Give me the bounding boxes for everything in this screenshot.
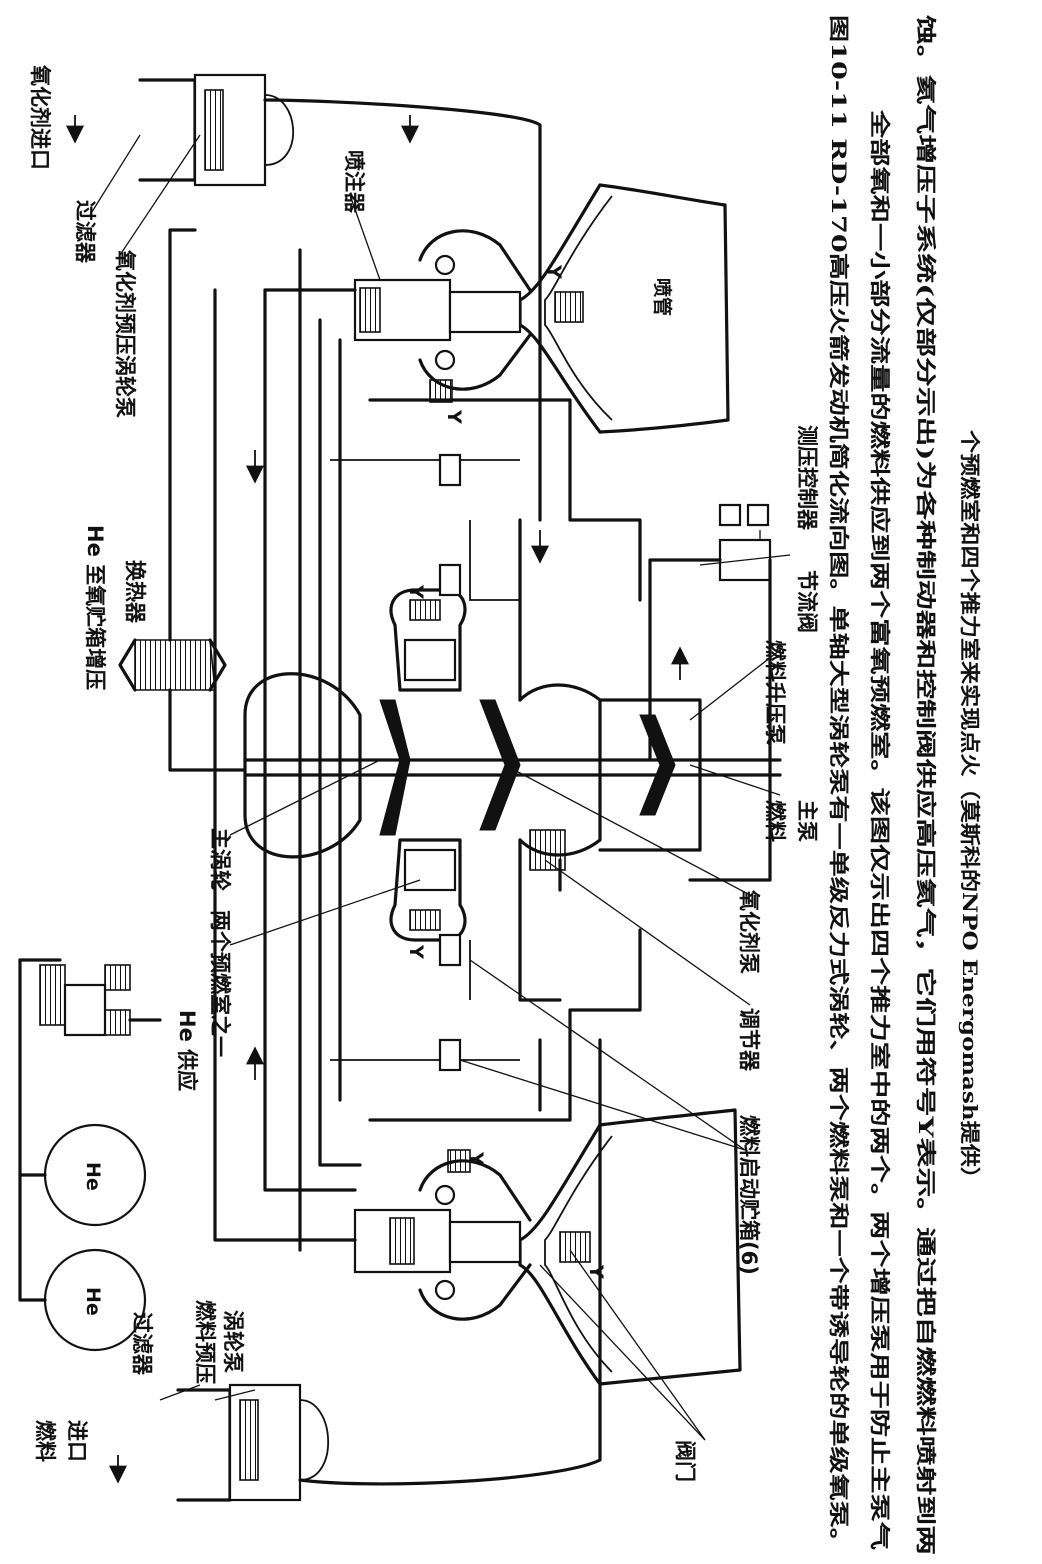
engine-schematic <box>18 73 791 1502</box>
caption-line-2: 全部氧和一小部分流量的燃料供应到两个富氧预燃室。该图仅示出四个推力室中的两个。两… <box>868 109 892 1550</box>
label-fuel-booster-pump-line1: 燃料预压 <box>193 1300 217 1384</box>
main-turbopump <box>243 672 782 859</box>
label-fuel-filter: 过滤器 <box>130 1312 154 1376</box>
label-he-tank-1: He <box>82 1162 104 1191</box>
flow-lines <box>66 115 702 1484</box>
caption-line-1: 图10-11 RD-170高压火箭发动机简化流向图。单轴大型涡轮泵有一单级反力式… <box>827 15 851 1555</box>
label-y-3: Y <box>405 584 427 599</box>
upper-thrust-chamber <box>353 183 730 434</box>
label-he-tank-2: He <box>82 1287 104 1316</box>
label-fuel-kick-pump: 燃料升压泵 <box>763 640 787 745</box>
label-fuel-main-pump-line2: 主泵 <box>795 800 819 842</box>
label-oxidizer-pump: 氧化剂泵 <box>737 890 761 974</box>
figure-caption: 图10-11 RD-170高压火箭发动机简化流向图。单轴大型涡轮泵有一单级反力式… <box>827 14 982 1555</box>
preburner-upper <box>389 588 467 692</box>
label-fuel-main-pump-line1: 燃料 <box>763 800 787 842</box>
caption-line-3: 蚀。氦气增压子系统(仅部分示出)为各种制动器和控制阀供应高压氦气，它们用符号Y表… <box>914 14 938 1555</box>
regulator <box>529 829 566 892</box>
preburner-lower <box>389 838 467 942</box>
label-heat-exchanger: 换热器 <box>123 560 147 624</box>
label-oxidizer-booster-pump: 氧化剂预压涡轮泵 <box>113 250 137 418</box>
label-preburner: 两个预燃室之一 <box>208 910 232 1057</box>
label-start-tank: 燃料启动贮箱(6) <box>737 1115 761 1275</box>
start-tanks <box>438 453 462 1072</box>
pressure-controller <box>648 503 772 882</box>
label-fuel-inlet-line2: 进口 <box>65 1420 89 1462</box>
helium-subsystem <box>18 958 162 1352</box>
diagram-labels: 氧化剂进口 过滤器 氧化剂预压涡轮泵 喷注器 喷管 He 至氧贮箱增压 换热器 … <box>28 65 819 1482</box>
label-regulator: 调节器 <box>737 1008 761 1072</box>
label-injector: 喷注器 <box>342 150 366 214</box>
caption-line-4: 个预燃室和四个推力室来实现点火（莫斯科的NPO Energomash提供） <box>958 429 982 1190</box>
label-y-5: Y <box>465 1151 487 1166</box>
label-pressure-controller: 测压控制器 <box>795 425 819 531</box>
label-he-supply: He 供应 <box>175 1010 199 1091</box>
label-he-boost: He 至氧贮箱增压 <box>83 525 107 690</box>
fuel-booster-pump <box>176 1038 602 1502</box>
label-oxidizer-filter: 过滤器 <box>73 200 97 264</box>
lower-thrust-chamber <box>353 1108 742 1386</box>
label-nozzle: 喷管 <box>651 278 674 316</box>
oxidizer-booster-pump <box>138 73 542 522</box>
leader-lines <box>89 134 791 1441</box>
label-fuel-booster-pump-line2: 涡轮泵 <box>221 1310 245 1373</box>
label-oxidizer-inlet: 氧化剂进口 <box>28 65 52 170</box>
label-main-turbine: 主涡轮 <box>208 828 232 891</box>
heat-exchanger <box>118 228 247 772</box>
label-y-2: Y <box>443 409 465 424</box>
label-throttle-valve: 节流阀 <box>795 570 819 633</box>
label-valves: 阀门 <box>673 1440 697 1482</box>
label-y-1: Y <box>543 264 565 279</box>
label-y-4: Y <box>405 944 427 959</box>
label-fuel-inlet-line1: 燃料 <box>33 1420 57 1462</box>
label-y-6: Y <box>585 1264 607 1279</box>
